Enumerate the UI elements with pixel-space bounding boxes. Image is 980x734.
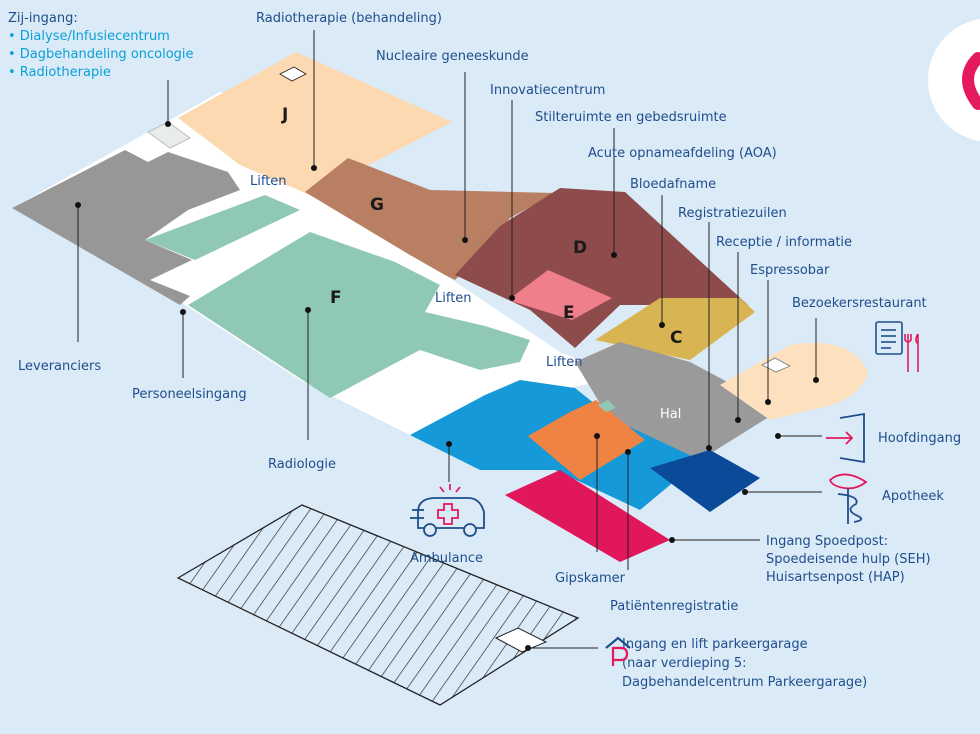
side-entrance-item: • Dagbehandeling oncologie bbox=[8, 47, 194, 62]
zone-letter-f: F bbox=[330, 288, 342, 308]
zone-letter-j: J bbox=[281, 105, 288, 125]
lift-label: Liften bbox=[250, 174, 287, 189]
leader-dot bbox=[446, 441, 452, 447]
leader-dot bbox=[706, 445, 712, 451]
label-gipskamer: Gipskamer bbox=[555, 571, 626, 586]
zone-letter-e: E bbox=[563, 303, 575, 323]
zone-letter-c: C bbox=[670, 328, 682, 348]
zone-restaurant bbox=[720, 342, 868, 420]
leader-dot bbox=[735, 417, 741, 423]
leader-dot bbox=[305, 307, 311, 313]
zone-f bbox=[188, 232, 530, 398]
zone-j bbox=[178, 52, 452, 195]
label-parkeergarage: Ingang en lift parkeergarage bbox=[622, 637, 808, 652]
label-registratiezuilen: Registratiezuilen bbox=[678, 206, 787, 221]
zone-g bbox=[305, 158, 555, 280]
side-entrance-item: • Dialyse/Infusiecentrum bbox=[8, 29, 170, 44]
zone-apotheek bbox=[650, 450, 760, 512]
label-receptie: Receptie / informatie bbox=[716, 235, 852, 250]
label-espressobar: Espressobar bbox=[750, 263, 830, 278]
label-spoedpost: Spoedeisende hulp (SEH) bbox=[766, 552, 931, 567]
leader-dot bbox=[311, 165, 317, 171]
leader-dot bbox=[813, 377, 819, 383]
label-personeelsingang: Personeelsingang bbox=[132, 387, 247, 402]
side-entrance-block bbox=[147, 121, 191, 149]
label-spoedpost: Huisartsenpost (HAP) bbox=[766, 570, 905, 585]
leader-dot bbox=[509, 295, 515, 301]
leader-dot bbox=[75, 202, 81, 208]
label-leveranciers: Leveranciers bbox=[18, 359, 101, 374]
hal-label: Hal bbox=[660, 407, 681, 422]
leader-dot bbox=[659, 322, 665, 328]
pharmacy-serpent-icon bbox=[828, 473, 868, 524]
zone-c bbox=[595, 298, 755, 360]
label-spoedpost: Ingang Spoedpost: bbox=[766, 534, 888, 549]
label-aoa: Acute opnameafdeling (AOA) bbox=[588, 146, 777, 161]
label-ambulance: Ambulance bbox=[410, 551, 483, 566]
label-innovatie: Innovatiecentrum bbox=[490, 83, 605, 98]
leader-dot bbox=[765, 399, 771, 405]
leader-dot bbox=[611, 252, 617, 258]
zone-patientenregistratie bbox=[505, 470, 670, 562]
zone-d bbox=[455, 188, 748, 348]
leader-dot bbox=[165, 121, 171, 127]
lift-label: Liften bbox=[546, 355, 583, 370]
zone-letter-g: G bbox=[370, 195, 384, 215]
zone-hal bbox=[575, 342, 780, 460]
zone-f bbox=[145, 195, 300, 260]
label-nucleaire: Nucleaire geneeskunde bbox=[376, 49, 529, 64]
label-apotheek: Apotheek bbox=[882, 489, 944, 504]
label-radiotherapie: Radiotherapie (behandeling) bbox=[256, 11, 442, 26]
espressobar-block bbox=[761, 357, 791, 373]
zone-gipskamer bbox=[528, 400, 645, 480]
zone-leveranciers bbox=[12, 150, 240, 305]
leader-dot bbox=[625, 449, 631, 455]
parking-entrance-block bbox=[494, 627, 548, 653]
leader-dot bbox=[462, 237, 468, 243]
leader-dot bbox=[669, 537, 675, 543]
side-entrance-item: • Radiotherapie bbox=[8, 65, 111, 80]
lift-label: Liften bbox=[435, 291, 472, 306]
parking-icon bbox=[605, 636, 631, 666]
ambulance-icon bbox=[410, 484, 485, 537]
label-stilte: Stilteruimte en gebedsruimte bbox=[535, 110, 727, 125]
leader-dot bbox=[525, 645, 531, 651]
label-bezoekersrestaurant: Bezoekersrestaurant bbox=[792, 296, 927, 311]
zone-e bbox=[508, 270, 612, 320]
logo-circle bbox=[928, 18, 980, 142]
label-parkeergarage: (naar verdieping 5: bbox=[622, 656, 747, 671]
entrance-door-icon bbox=[826, 412, 865, 464]
zone-small-green bbox=[598, 400, 616, 412]
leader-dot bbox=[775, 433, 781, 439]
menu-cutlery-icon bbox=[875, 321, 919, 372]
parking-garage bbox=[176, 504, 580, 706]
label-bloedafname: Bloedafname bbox=[630, 177, 716, 192]
zone-j-window bbox=[279, 66, 307, 82]
leader-dot bbox=[594, 433, 600, 439]
zone-letter-d: D bbox=[573, 238, 587, 258]
side-entrance-title: Zij-ingang: bbox=[8, 11, 78, 26]
label-hoofdingang: Hoofdingang bbox=[878, 431, 961, 446]
leader-dot bbox=[180, 309, 186, 315]
label-patientenregistratie: Patiëntenregistratie bbox=[610, 599, 738, 614]
leader-dot bbox=[742, 489, 748, 495]
label-parkeergarage: Dagbehandelcentrum Parkeergarage) bbox=[622, 675, 867, 690]
label-radiologie: Radiologie bbox=[268, 457, 336, 472]
logo-mark bbox=[962, 52, 980, 110]
